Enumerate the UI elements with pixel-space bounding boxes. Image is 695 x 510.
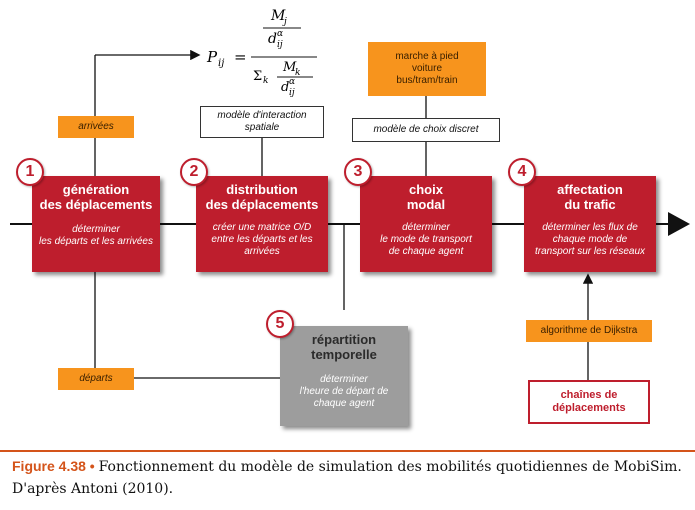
caption-text: Fonctionnement du modèle de simulation d…	[12, 459, 682, 497]
formula-lhs: P	[206, 48, 218, 66]
step-3-number: 3	[344, 158, 372, 186]
arrivees-text: arrivées	[78, 121, 114, 132]
interaction-line1: modèle d'interaction	[217, 110, 307, 121]
step-4-desc-line3: transport sur les réseaux	[534, 246, 646, 257]
formula-sum-exponent: α	[289, 77, 295, 87]
step-5-box: répartition temporelle déterminer l'heur…	[280, 326, 408, 426]
step-3-desc-line3: de chaque agent	[388, 246, 464, 257]
mode-transit: bus/tram/train	[396, 75, 458, 86]
mode-car: voiture	[411, 63, 442, 74]
step-2-title-line1: distribution	[226, 182, 298, 197]
step-4-title-line2: du trafic	[564, 197, 616, 212]
step-1-title-line1: génération	[62, 182, 130, 197]
step-1-desc-line2: les départs et les arrivées	[39, 236, 153, 247]
transport-modes-label: marche à pied voiture bus/tram/train	[368, 42, 486, 96]
formula-lhs-sub: ij	[218, 58, 224, 69]
main-flow-arrowhead	[668, 212, 690, 236]
interaction-line2: spatiale	[244, 122, 280, 133]
discrete-choice-label: modèle de choix discret	[352, 118, 500, 142]
step-1-number: 1	[16, 158, 44, 186]
step-4-box: affectation du trafic déterminer les flu…	[524, 176, 656, 272]
step-2-desc-line2: entre les départs et les	[211, 234, 313, 245]
step-2-box: distribution des déplacements créer une …	[196, 176, 328, 272]
step-3-desc-line2: le mode de transport	[380, 234, 472, 245]
gravity-formula: P ij = M j d α ij Σ k M k d α ij	[205, 2, 325, 100]
step-4-desc-line1: déterminer les flux de	[542, 222, 638, 233]
gravity-formula-svg: P ij = M j d α ij Σ k M k d α ij	[206, 8, 317, 98]
interaction-model-label: modèle d'interaction spatiale	[200, 106, 324, 138]
step-2-desc-line1: créer une matrice O/D	[212, 222, 312, 233]
step-5-number: 5	[266, 310, 294, 338]
caption-bullet: •	[85, 458, 99, 474]
figure-caption: Figure 4.38 • Fonctionnement du modèle d…	[12, 455, 684, 500]
step-4-title-line1: affectation	[557, 182, 623, 197]
figure-label: Figure 4.38	[12, 458, 86, 474]
discrete-choice-text: modèle de choix discret	[373, 124, 479, 135]
chaines-line2: déplacements	[552, 402, 626, 414]
dijkstra-label: algorithme de Dijkstra	[526, 320, 652, 342]
formula-sum-num-var: M	[282, 60, 297, 75]
formula-den-var: d	[268, 31, 277, 47]
step-5-desc-line1: déterminer	[320, 374, 368, 385]
step-3-title-line1: choix	[409, 182, 443, 197]
step-5-desc-line3: chaque agent	[313, 398, 375, 409]
step-1-desc-line1: déterminer	[72, 224, 120, 235]
step-3-box: choix modal déterminer le mode de transp…	[360, 176, 492, 272]
svg-text:=: =	[234, 48, 247, 66]
departs-label: départs	[58, 368, 134, 390]
mode-walk: marche à pied	[395, 51, 459, 62]
formula-sum-den-sub: ij	[289, 88, 295, 98]
formula-sum-den-var: d	[281, 80, 289, 95]
formula-sum-index: k	[263, 76, 268, 86]
dijkstra-text: algorithme de Dijkstra	[540, 325, 638, 336]
step-2-number: 2	[180, 158, 208, 186]
step-4-number: 4	[508, 158, 536, 186]
step-5-title-line1: répartition	[311, 332, 377, 347]
formula-sum-num-sub: k	[295, 68, 300, 78]
formula-num-sub: j	[282, 17, 287, 27]
step-2-desc-line3: arrivées	[244, 246, 280, 257]
step-5-title-line2: temporelle	[311, 347, 377, 362]
trip-chains-box: chaînes de déplacements	[528, 380, 650, 424]
step-1-box: génération des déplacements déterminer l…	[32, 176, 160, 272]
formula-exponent: α	[277, 29, 283, 39]
arrivees-label: arrivées	[58, 116, 134, 138]
departs-text: départs	[79, 373, 113, 384]
step-3-desc-line1: déterminer	[402, 222, 450, 233]
formula-den-sub: ij	[277, 40, 283, 50]
formula-num-var: M	[270, 8, 286, 24]
formula-sum: Σ	[253, 69, 262, 84]
caption-rule	[0, 450, 695, 452]
step-4-desc-line2: chaque mode de	[552, 234, 628, 245]
step-3-title-line2: modal	[406, 197, 446, 212]
step-2-title-line2: des déplacements	[205, 197, 319, 212]
step-5-desc-line2: l'heure de départ de	[299, 386, 389, 397]
chaines-line1: chaînes de	[560, 389, 618, 401]
step-1-title-line2: des déplacements	[39, 197, 153, 212]
